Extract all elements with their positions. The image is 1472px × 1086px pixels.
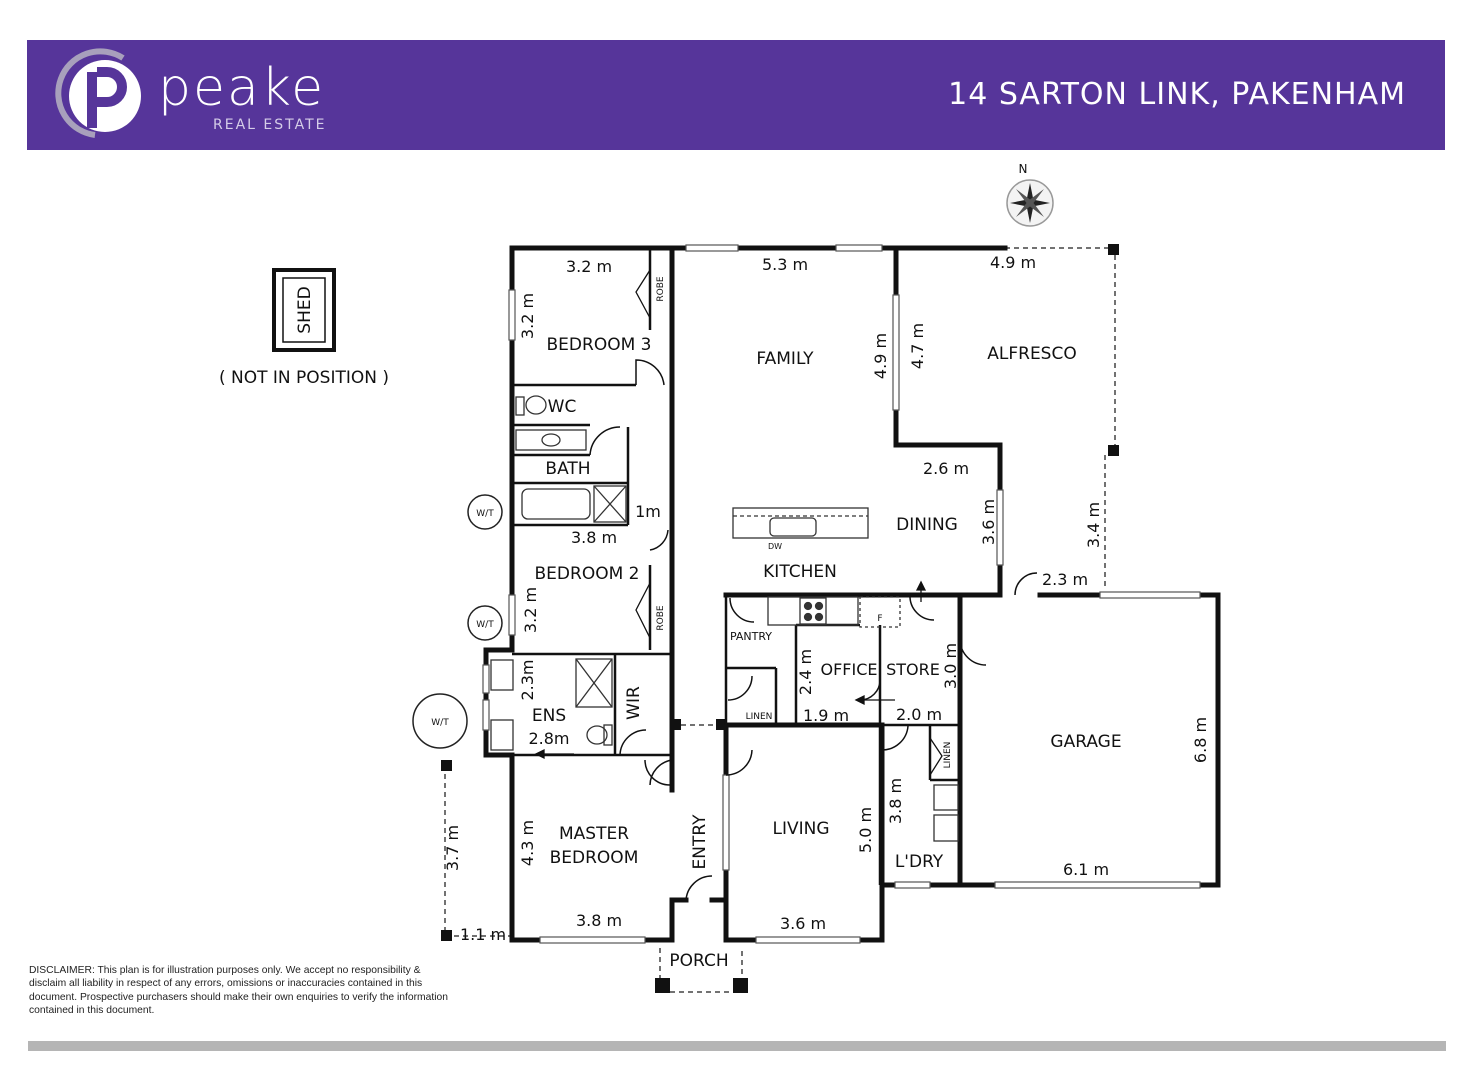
- shed-label: SHED: [295, 286, 315, 333]
- dim-alfresco-side: 3.4 m: [1084, 502, 1103, 548]
- room-alfresco: ALFRESCO: [987, 344, 1076, 364]
- brand-subtitle: REAL ESTATE: [213, 117, 327, 133]
- dim-dining-width: 2.6 m: [923, 459, 969, 478]
- dim-living-height: 5.0 m: [856, 807, 875, 853]
- room-kitchen: KITCHEN: [763, 562, 837, 582]
- room-laundry: L'DRY: [895, 852, 944, 872]
- shed-note: ( NOT IN POSITION ): [219, 368, 389, 388]
- room-living: LIVING: [772, 819, 829, 839]
- dim-ens-height: 2.3m: [518, 659, 537, 700]
- room-porch: PORCH: [669, 951, 728, 971]
- watertank-1-label: W/T: [476, 509, 494, 519]
- dim-garage-height: 6.8 m: [1191, 717, 1210, 763]
- room-wc: WC: [548, 397, 577, 417]
- brand-name: peake: [158, 58, 326, 118]
- header-banner: [27, 40, 1445, 150]
- room-bath: BATH: [545, 459, 590, 479]
- peake-logo-icon: [55, 48, 141, 138]
- room-wir: WIR: [624, 686, 644, 720]
- watertank-2-label: W/T: [476, 620, 494, 630]
- dim-dining-height: 3.6 m: [979, 499, 998, 545]
- room-linen-1: LINEN: [746, 712, 773, 722]
- dim-alfresco-height: 4.7 m: [908, 323, 927, 369]
- interior-walls: [512, 248, 960, 885]
- watertank-2-outline: [467, 605, 503, 641]
- compass-icon: [1006, 179, 1054, 227]
- room-entry: ENTRY: [690, 814, 710, 870]
- dim-garage-width: 6.1 m: [1063, 860, 1109, 879]
- compass-north-label: N: [1019, 162, 1028, 176]
- windows: [482, 244, 1201, 944]
- property-address: 14 SARTON LINK, PAKENHAM: [948, 77, 1406, 112]
- dim-master-width: 3.8 m: [576, 911, 622, 930]
- dim-bed3-width: 3.2 m: [566, 257, 612, 276]
- watertank-1-outline: [467, 494, 503, 530]
- dim-bed3-height: 3.2 m: [518, 293, 537, 339]
- room-dining: DINING: [896, 515, 958, 535]
- room-master-line1: MASTER: [559, 824, 629, 844]
- robe-label-2: ROBE: [656, 605, 666, 631]
- dim-store-height: 3.0 m: [941, 643, 960, 689]
- door-swings: [589, 359, 1038, 901]
- footer-bar: [28, 1041, 1446, 1051]
- disclaimer-text: DISCLAIMER: This plan is for illustratio…: [29, 965, 448, 1016]
- dishwasher-label: DW: [768, 542, 782, 551]
- dim-store-width: 2.0 m: [896, 705, 942, 724]
- robe-label-1: ROBE: [656, 276, 666, 302]
- dim-family-height: 4.9 m: [871, 333, 890, 379]
- room-pantry: PANTRY: [730, 630, 772, 643]
- room-bedroom3: BEDROOM 3: [547, 335, 652, 355]
- dim-alfresco-width: 4.9 m: [990, 253, 1036, 272]
- dim-living-width: 3.6 m: [780, 914, 826, 933]
- dim-bed2-height: 3.2 m: [521, 587, 540, 633]
- dim-garage-top: 2.3 m: [1042, 570, 1088, 589]
- shed-outline: [272, 268, 336, 352]
- bath-fixtures: [490, 395, 959, 842]
- dim-ens-width: 2.8m: [528, 729, 569, 748]
- post-markers: [441, 244, 1119, 993]
- dim-patio-width: 1.1 m: [460, 925, 506, 944]
- room-family: FAMILY: [756, 349, 814, 369]
- room-bedroom2: BEDROOM 2: [535, 564, 640, 584]
- room-office: OFFICE: [821, 660, 878, 679]
- dim-patio-height: 3.7 m: [443, 825, 462, 871]
- room-linen-2: LINEN: [943, 742, 953, 769]
- direction-arrows: [534, 580, 927, 760]
- dim-corridor: 1m: [635, 502, 661, 521]
- dim-family-width: 5.3 m: [762, 255, 808, 274]
- watertank-3-outline: [412, 693, 468, 749]
- robe-doors: [635, 269, 943, 776]
- dim-office-width: 1.9 m: [803, 706, 849, 725]
- watertank-3-label: W/T: [431, 718, 449, 728]
- fridge-label: F: [877, 614, 882, 624]
- room-store: STORE: [886, 660, 940, 679]
- dim-master-height: 4.3 m: [518, 820, 537, 866]
- dim-bath-width: 3.8 m: [571, 528, 617, 547]
- kitchen-fixtures: [732, 507, 901, 628]
- dim-office-height: 2.4 m: [796, 649, 815, 695]
- room-garage: GARAGE: [1050, 732, 1121, 752]
- room-ens: ENS: [532, 706, 566, 726]
- dim-laundry-height: 3.8 m: [886, 778, 905, 824]
- room-master-line2: BEDROOM: [550, 848, 639, 868]
